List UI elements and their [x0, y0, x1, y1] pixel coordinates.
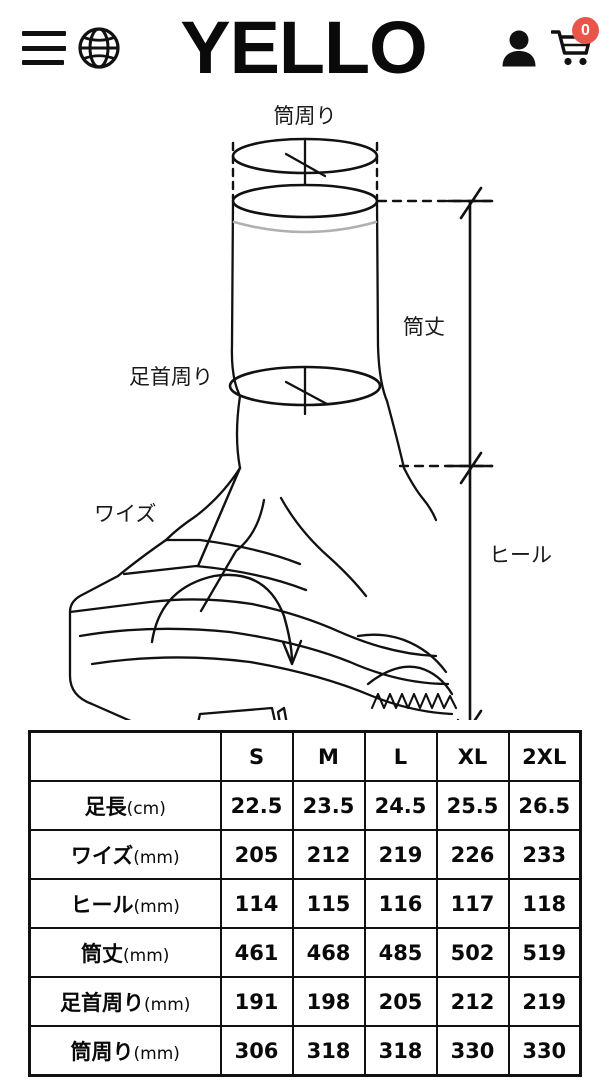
measurement-value: 25.5 — [435, 780, 510, 831]
measurement-value: 118 — [507, 878, 582, 929]
shopping-cart-icon — [551, 30, 592, 66]
header-right-group: 0 — [501, 17, 599, 68]
label-shaft-circumference: 筒周り — [274, 104, 337, 128]
account-person-icon[interactable] — [501, 29, 537, 67]
measurement-value: 330 — [507, 1025, 582, 1077]
measurement-label: ヒール(mm) — [28, 878, 222, 929]
hamburger-line — [22, 45, 66, 51]
measurement-value: 22.5 — [219, 780, 294, 831]
table-corner-cell — [28, 730, 222, 782]
measurement-value: 318 — [291, 1025, 366, 1077]
size-header-m: M — [291, 730, 366, 782]
measurement-value: 205 — [219, 829, 294, 880]
measurement-value: 198 — [291, 976, 366, 1027]
size-header-s: S — [219, 730, 294, 782]
measurement-value: 468 — [291, 927, 366, 978]
measurement-value: 212 — [435, 976, 510, 1027]
measurement-value: 114 — [219, 878, 294, 929]
shopping-cart-button[interactable]: 0 — [551, 17, 599, 68]
measurement-value: 485 — [363, 927, 438, 978]
measurement-label: 筒丈(mm) — [28, 927, 222, 978]
measurement-label: 筒周り(mm) — [28, 1025, 222, 1077]
boot-diagram-svg: 筒周り 筒丈 足首周り ワイズ ヒール — [68, 104, 552, 720]
hamburger-menu-icon[interactable] — [22, 31, 66, 65]
size-header-xl: XL — [435, 730, 510, 782]
measurement-label: 足首周り(mm) — [28, 976, 222, 1027]
measurement-value: 212 — [291, 829, 366, 880]
measurement-value: 219 — [507, 976, 582, 1027]
label-ankle-circumference: 足首周り — [129, 365, 213, 389]
hamburger-line — [22, 60, 64, 65]
label-heel: ヒール — [489, 543, 552, 567]
measurement-value: 115 — [291, 878, 366, 929]
measurement-value: 23.5 — [291, 780, 366, 831]
cart-count-badge: 0 — [572, 17, 599, 44]
boot-measurement-diagram: 筒周り 筒丈 足首周り ワイズ ヒール — [0, 96, 607, 720]
measurement-value: 519 — [507, 927, 582, 978]
measurement-value: 502 — [435, 927, 510, 978]
measurement-value: 306 — [219, 1025, 294, 1077]
size-header-l: L — [363, 730, 438, 782]
size-header-2xl: 2XL — [507, 730, 582, 782]
site-header: YELLO 0 — [0, 0, 607, 96]
measurement-value: 318 — [363, 1025, 438, 1077]
label-shaft-height: 筒丈 — [403, 315, 445, 339]
measurement-value: 191 — [219, 976, 294, 1027]
measurement-value: 233 — [507, 829, 582, 880]
measurement-value: 24.5 — [363, 780, 438, 831]
label-width: ワイズ — [94, 502, 156, 526]
measurement-value: 26.5 — [507, 780, 582, 831]
measurement-value: 116 — [363, 878, 438, 929]
measurement-label: ワイズ(mm) — [28, 829, 222, 880]
measurement-label: 足長(cm) — [28, 780, 222, 831]
measurement-value: 330 — [435, 1025, 510, 1077]
measurement-value: 219 — [363, 829, 438, 880]
measurement-value: 117 — [435, 878, 510, 929]
hamburger-line — [22, 31, 66, 36]
measurement-value: 226 — [435, 829, 510, 880]
globe-icon[interactable] — [77, 26, 121, 70]
measurement-value: 461 — [219, 927, 294, 978]
measurement-value: 205 — [363, 976, 438, 1027]
header-left-group — [22, 26, 121, 70]
